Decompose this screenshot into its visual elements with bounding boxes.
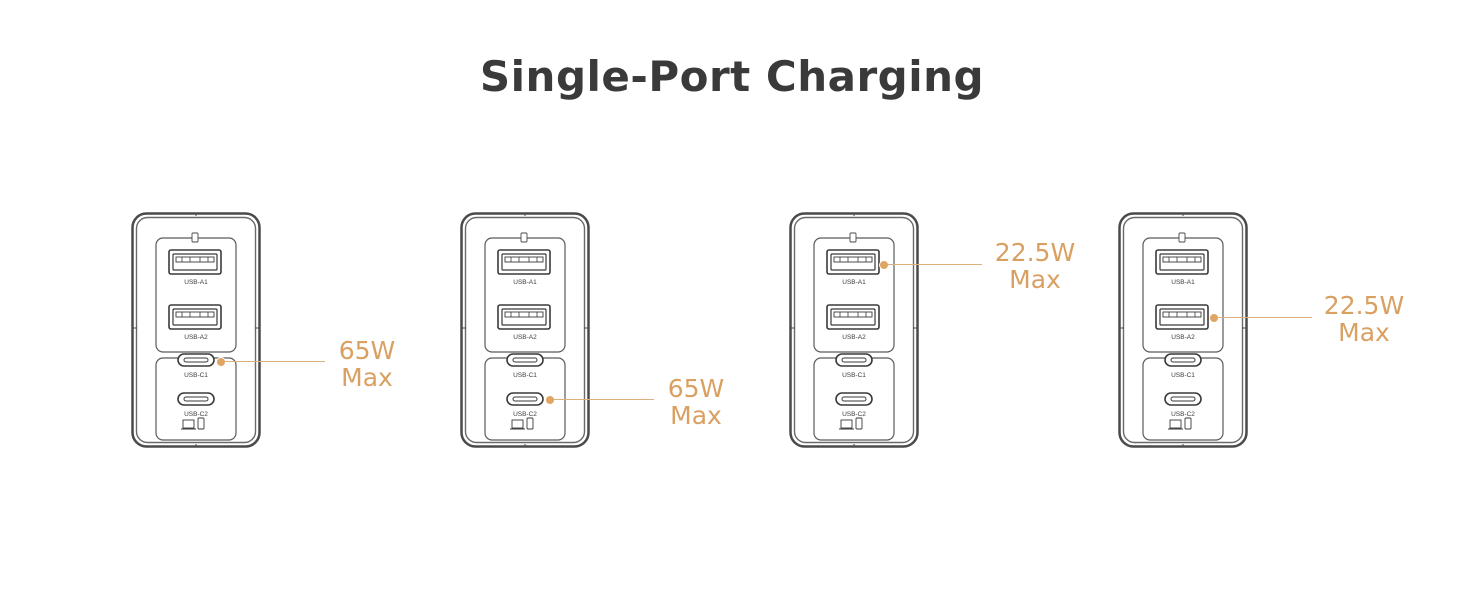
laptop-icon [839,419,854,430]
phone-icon [526,417,534,430]
power-callout-2: 65W Max [636,375,756,429]
usb-a1-port [168,249,222,275]
usb-c2-label: USB-C2 [1171,411,1195,418]
power-value: 22.5W [1323,291,1405,320]
usb-c1-label: USB-C1 [184,372,208,379]
usb-a1-label: USB-A1 [513,279,537,286]
callout-line [888,264,982,265]
charger-4: USB-A1 USB-A2 USB-C1 USB-C2 [1118,212,1248,448]
callout-line [554,399,654,400]
usb-a1-port [826,249,880,275]
usb-c2-label: USB-C2 [184,411,208,418]
usb-a1-label: USB-A1 [184,279,208,286]
laptop-icon [181,419,196,430]
laptop-icon [510,419,525,430]
power-callout-1: 65W Max [307,337,427,391]
power-unit: Max [1009,265,1061,294]
phone-icon [849,232,857,243]
usb-c2-port [835,392,873,406]
power-unit: Max [670,401,722,430]
usb-a1-label: USB-A1 [1171,279,1195,286]
callout-dot [216,357,226,367]
usb-a1-label: USB-A1 [842,279,866,286]
charger-illustration: USB-A1 USB-A2 USB-C1 USB-C2 [460,212,590,448]
power-value: 65W [338,336,396,365]
usb-a2-port [168,304,222,330]
usb-a2-label: USB-A2 [1171,334,1195,341]
usb-c1-port [835,353,873,367]
phone-icon [191,232,199,243]
callout-dot [545,395,555,405]
usb-a1-port [497,249,551,275]
usb-c2-label: USB-C2 [513,411,537,418]
power-value: 65W [667,374,725,403]
usb-a2-port [497,304,551,330]
phone-icon [520,232,528,243]
usb-c1-label: USB-C1 [842,372,866,379]
charger-1: USB-A1 USB-A2 USB-C1 USB-C2 [131,212,261,448]
power-value: 22.5W [994,238,1076,267]
phone-icon [1184,417,1192,430]
charger-3: USB-A1 USB-A2 USB-C1 USB-C2 [789,212,919,448]
callout-dot [879,260,889,270]
power-unit: Max [1338,318,1390,347]
phone-icon [855,417,863,430]
usb-a2-label: USB-A2 [184,334,208,341]
usb-c2-port [1164,392,1202,406]
phone-icon [1178,232,1186,243]
charger-illustration: USB-A1 USB-A2 USB-C1 USB-C2 [789,212,919,448]
laptop-icon [1168,419,1183,430]
callout-line [1218,317,1312,318]
usb-a2-label: USB-A2 [842,334,866,341]
usb-c1-label: USB-C1 [1171,372,1195,379]
usb-c1-port [1164,353,1202,367]
usb-c1-port [177,353,215,367]
page-title: Single-Port Charging [479,52,985,101]
usb-c1-port [506,353,544,367]
usb-c2-label: USB-C2 [842,411,866,418]
callout-dot [1209,313,1219,323]
power-unit: Max [341,363,393,392]
phone-icon [197,417,205,430]
usb-a2-label: USB-A2 [513,334,537,341]
usb-c2-port [177,392,215,406]
power-callout-3: 22.5W Max [975,239,1095,293]
power-callout-4: 22.5W Max [1304,292,1424,346]
usb-a1-port [1155,249,1209,275]
usb-a2-port [1155,304,1209,330]
charger-illustration: USB-A1 USB-A2 USB-C1 USB-C2 [1118,212,1248,448]
charger-illustration: USB-A1 USB-A2 USB-C1 USB-C2 [131,212,261,448]
callout-line [225,361,325,362]
usb-a2-port [826,304,880,330]
charger-2: USB-A1 USB-A2 USB-C1 USB-C2 [460,212,590,448]
usb-c2-port [506,392,544,406]
usb-c1-label: USB-C1 [513,372,537,379]
